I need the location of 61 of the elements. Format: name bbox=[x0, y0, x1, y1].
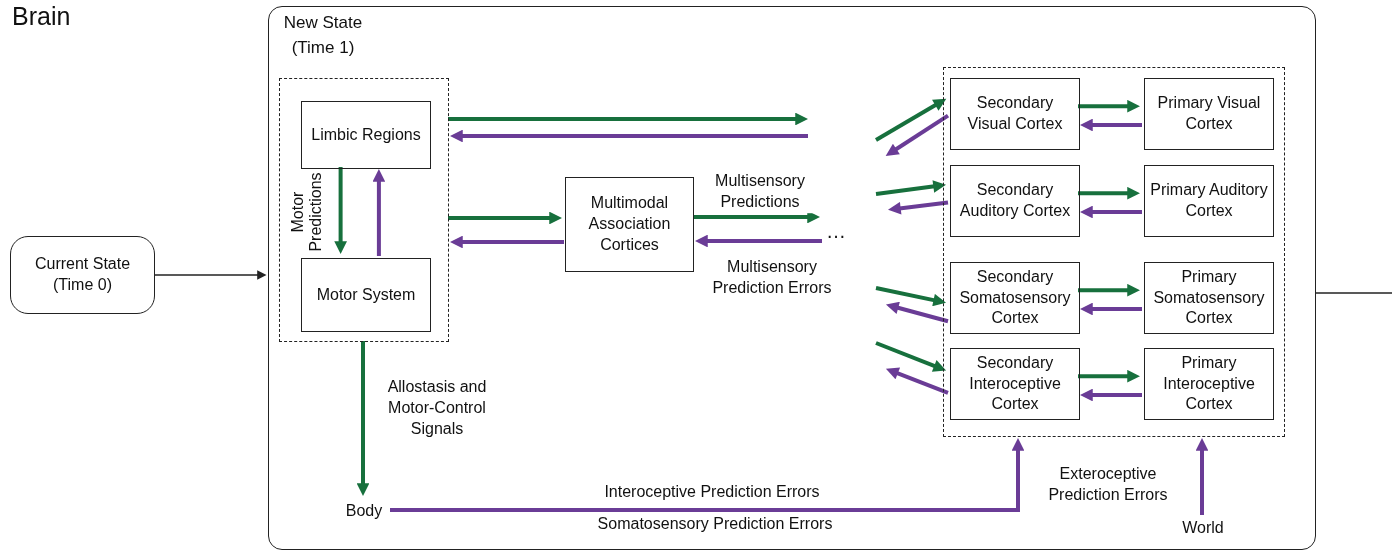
arrow bbox=[875, 180, 946, 196]
region-box bbox=[301, 101, 431, 169]
arrow bbox=[1080, 205, 1142, 219]
region-box bbox=[950, 262, 1080, 334]
region-box bbox=[1144, 262, 1274, 334]
arrow bbox=[1078, 369, 1140, 383]
box-label: Primary Auditory Cortex bbox=[1150, 180, 1268, 221]
arrow bbox=[875, 98, 947, 142]
ellipsis-text: … bbox=[826, 219, 848, 244]
arrow bbox=[448, 211, 562, 225]
region-box bbox=[950, 348, 1080, 420]
arrow bbox=[1078, 186, 1140, 200]
box-label: Multimodal Association Cortices bbox=[587, 193, 672, 255]
arrow bbox=[450, 235, 564, 249]
region-box bbox=[1144, 348, 1274, 420]
arrow bbox=[1078, 283, 1140, 297]
connector-line bbox=[1315, 292, 1392, 294]
region-box bbox=[301, 258, 431, 332]
group-box bbox=[943, 67, 1285, 437]
arrow bbox=[1080, 118, 1142, 132]
arrow bbox=[372, 169, 386, 256]
arrow bbox=[390, 438, 1025, 512]
arrow bbox=[885, 113, 950, 156]
arrow bbox=[334, 167, 347, 254]
frame-title: New State (Time 1) bbox=[282, 12, 364, 59]
arrow bbox=[885, 301, 949, 324]
arrow bbox=[695, 234, 822, 248]
region-box bbox=[565, 177, 694, 272]
arrow bbox=[1078, 99, 1140, 113]
arrow bbox=[888, 200, 949, 215]
arrow bbox=[154, 270, 267, 280]
box-label: Current State (Time 0) bbox=[33, 254, 132, 295]
vertical-label: Motor Predictions bbox=[288, 172, 325, 252]
region-box bbox=[1144, 165, 1274, 237]
arrow bbox=[875, 341, 947, 372]
box-label: Secondary Interoceptive Cortex bbox=[968, 352, 1062, 415]
box-label: Primary Interoceptive Cortex bbox=[1162, 352, 1256, 415]
box-label: Primary Visual Cortex bbox=[1156, 93, 1262, 134]
arrow bbox=[875, 286, 947, 307]
region-box bbox=[950, 78, 1080, 150]
arrow bbox=[356, 341, 370, 496]
arrow bbox=[885, 367, 949, 395]
region-box bbox=[1144, 78, 1274, 150]
arrow bbox=[448, 112, 808, 126]
text-label: Somatosensory Prediction Errors bbox=[597, 514, 833, 534]
box-label: Secondary Auditory Cortex bbox=[958, 180, 1072, 221]
group-box bbox=[279, 78, 449, 342]
arrow bbox=[450, 129, 808, 143]
box-label: Limbic Regions bbox=[311, 124, 421, 145]
node-text: World bbox=[1175, 516, 1231, 540]
box-label: Primary Somatosensory Cortex bbox=[1152, 266, 1266, 329]
region-label: Brain bbox=[12, 2, 71, 31]
box-label: Secondary Visual Cortex bbox=[966, 93, 1064, 134]
arrow bbox=[1080, 302, 1142, 316]
arrow bbox=[1080, 388, 1142, 402]
arrow bbox=[1195, 438, 1209, 515]
state-box bbox=[10, 236, 155, 314]
region-box bbox=[950, 165, 1080, 237]
box-label: Secondary Somatosensory Cortex bbox=[958, 266, 1072, 329]
node-text: Body bbox=[337, 499, 391, 523]
box-label: Motor System bbox=[316, 284, 416, 305]
